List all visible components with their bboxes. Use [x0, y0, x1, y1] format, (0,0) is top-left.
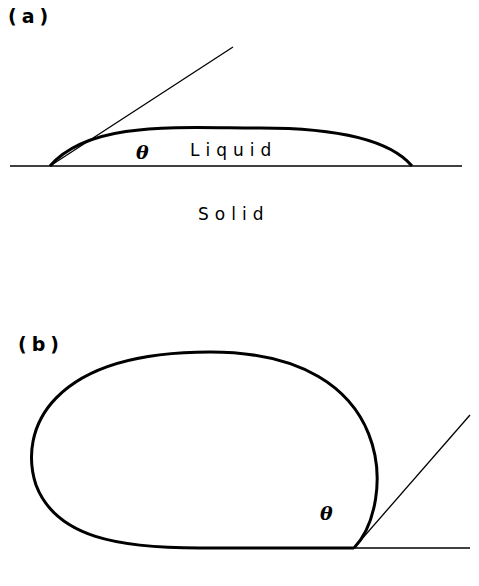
- phase-label: Liquid: [190, 141, 277, 160]
- panel-label: (a): [8, 6, 53, 27]
- phase-label: Solid: [198, 205, 269, 224]
- liquid-drop: [50, 127, 412, 166]
- liquid-drop: [32, 352, 378, 548]
- panel-label: (b): [18, 334, 64, 355]
- tangent-line: [354, 415, 470, 548]
- angle-symbol: θ: [320, 503, 333, 524]
- solid-surface: [354, 547, 470, 549]
- solid-surface: [10, 165, 462, 167]
- angle-symbol: θ: [136, 142, 149, 163]
